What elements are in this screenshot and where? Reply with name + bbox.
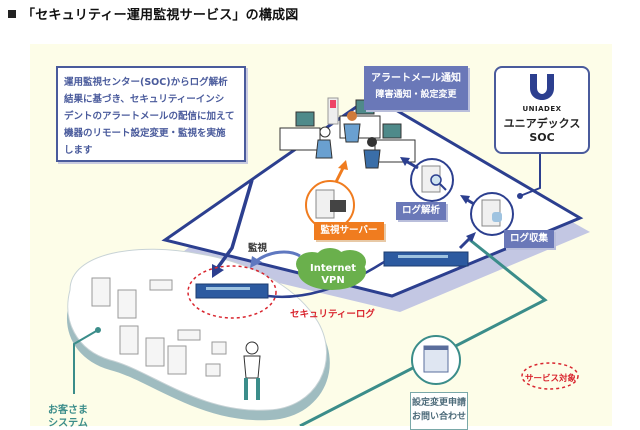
alert-subtitle: 障害通知・設定変更 [375, 90, 457, 100]
customer-user-illustration [243, 341, 261, 400]
target-ellipse [187, 265, 277, 319]
cloud-label-line: Internet [309, 263, 356, 274]
description-line: デントのアラートメールの配信に加えて [64, 111, 235, 122]
bullet-square-icon [8, 10, 16, 18]
request-line: 設定変更申請 [411, 398, 466, 408]
soc-link-line [519, 154, 541, 197]
vpn-return-arrow [254, 250, 301, 264]
customer-label-line: お客さま [48, 405, 88, 416]
request-line: お問い合わせ [411, 412, 466, 422]
request-box: 設定変更申請 お問い合わせ [410, 392, 468, 430]
cloud-label-line: VPN [321, 275, 345, 286]
soc-appliance [383, 251, 469, 267]
alert-mail-box: アラートメール通知 障害通知・設定変更 [364, 66, 468, 110]
soc-link-dot [517, 193, 523, 199]
monitoring-server-tag: 監視サーバー [314, 222, 384, 240]
description-line: 結果に基づき、セキュリティーインシ [64, 94, 225, 105]
vpn-link-line [267, 260, 385, 299]
diagram-graphics [66, 94, 590, 426]
browser-window-icon [423, 345, 449, 373]
customer-appliance [195, 283, 269, 299]
customer-leader-line [73, 329, 99, 394]
uniadex-logo-icon [530, 74, 554, 100]
description-line: します [64, 145, 93, 156]
alert-title: アラートメール通知 [371, 73, 461, 84]
internet-vpn-cloud [296, 248, 366, 290]
description-line: 運用監視センター(SOC)からログ解析 [64, 77, 228, 88]
soc-box: UNIADEX ユニアデックス SOC [494, 66, 590, 154]
monitoring-arrow [214, 179, 254, 272]
customer-label-line: システム [48, 418, 88, 429]
cloud-label: Internet VPN [298, 263, 368, 287]
description-box: 運用監視センター(SOC)からログ解析 結果に基づき、セキュリティーインシ デン… [56, 66, 246, 162]
description-line: 機器のリモート設定変更・監視を実施 [64, 128, 226, 139]
customer-servers [91, 277, 227, 377]
log-analysis-tag: ログ解析 [396, 202, 446, 220]
service-boundary-line [299, 238, 548, 426]
soc-label: SOC [529, 131, 555, 144]
service-target-label: サービス対象 [525, 374, 577, 384]
log-collection-tag: ログ収集 [504, 230, 554, 248]
page-title: 「セキュリティー運用監視サービス」の構成図 [8, 4, 298, 23]
customer-system-label: お客さま システム [48, 404, 88, 430]
monitoring-label: 監視 [248, 243, 268, 254]
soc-brand: UNIADEX [522, 105, 562, 113]
service-target-ellipse [521, 362, 579, 390]
security-log-label: セキュリティーログ [290, 309, 375, 320]
soc-name: ユニアデックス [503, 117, 581, 130]
